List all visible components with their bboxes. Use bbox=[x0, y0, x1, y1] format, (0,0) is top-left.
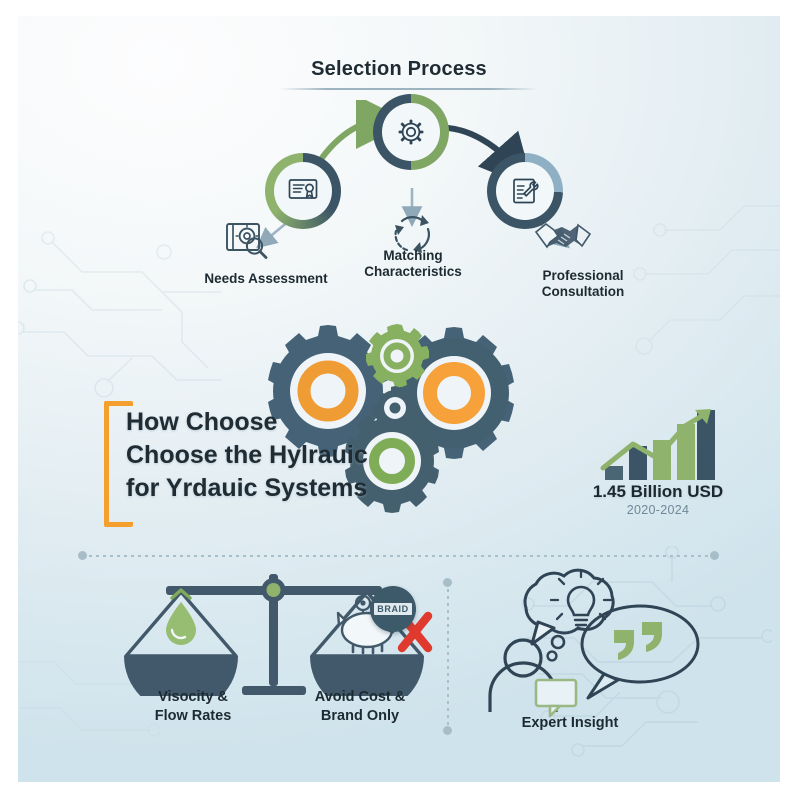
speech-bubble-quote-icon bbox=[580, 604, 700, 700]
vertical-divider-dot-bottom bbox=[443, 726, 452, 735]
process-node-needs[interactable] bbox=[265, 153, 341, 229]
gear-large-right bbox=[394, 327, 514, 459]
scale-column bbox=[269, 574, 278, 686]
node-hole bbox=[274, 162, 332, 220]
recycle-arrows-icon bbox=[394, 215, 430, 253]
scale-base bbox=[242, 686, 306, 695]
scale-pivot-center bbox=[266, 583, 281, 597]
divider-dot-right bbox=[710, 551, 719, 560]
balance-label-left-line2: Flow Rates bbox=[154, 708, 232, 724]
brand-badge-label: BRAID bbox=[374, 603, 412, 615]
step-label-matching-characteristics: Matching Characteristics bbox=[318, 248, 508, 280]
section-title-divider bbox=[280, 88, 538, 90]
arrow-center-to-right bbox=[445, 125, 534, 189]
vertical-divider-dot-top bbox=[443, 578, 452, 587]
vertical-divider bbox=[447, 582, 449, 730]
growth-chart-svg bbox=[600, 409, 715, 480]
node-hole bbox=[382, 103, 440, 161]
growth-bar-chart bbox=[599, 408, 717, 480]
chat-box-icon bbox=[534, 678, 578, 718]
certificate-icon bbox=[288, 179, 318, 199]
step-label-professional-consultation: Professional Consultation bbox=[488, 268, 678, 300]
handshake-icon bbox=[534, 222, 592, 249]
step-label-line1: Professional bbox=[542, 268, 624, 283]
clipboard-wrench-icon bbox=[513, 178, 539, 204]
gear-tiny-center bbox=[371, 386, 417, 431]
horizontal-divider bbox=[82, 555, 714, 557]
oil-drop-icon bbox=[166, 588, 196, 645]
page-title-line2: Choose the Hylrauic bbox=[126, 441, 368, 469]
process-node-professional[interactable] bbox=[487, 153, 563, 229]
thought-bubble-lightbulb-icon bbox=[523, 568, 615, 662]
step-label-line1: Matching bbox=[383, 248, 443, 263]
balance-label-right-line2: Brand Only bbox=[320, 708, 400, 724]
balance-label-left: Visocity & Flow Rates bbox=[118, 688, 268, 726]
page-title-line3: for Yrdauic Systems bbox=[126, 474, 368, 502]
step-label-line2: Consultation bbox=[541, 284, 625, 299]
infographic-canvas: Selection Process bbox=[18, 16, 780, 782]
balance-label-right-line1: Avoid Cost & bbox=[314, 689, 406, 705]
page-title-line1: How Choose bbox=[126, 408, 278, 436]
stat-value: 1.45 Billion USD bbox=[592, 482, 724, 501]
expert-insight-graphic bbox=[488, 568, 700, 718]
balance-label-right: Avoid Cost & Brand Only bbox=[280, 688, 440, 726]
blueprint-magnifier-icon bbox=[226, 223, 268, 259]
circuit-pattern-left-icon bbox=[18, 231, 222, 398]
trend-line bbox=[600, 411, 708, 471]
title-accent-bracket bbox=[104, 401, 133, 527]
stat-block: 1.45 Billion USD 2020-2024 bbox=[583, 408, 733, 517]
step-label-needs-assessment: Needs Assessment bbox=[204, 271, 328, 286]
section-title: Selection Process bbox=[311, 58, 487, 80]
lightbulb-icon bbox=[549, 569, 613, 631]
quote-mark-icon bbox=[614, 622, 662, 660]
divider-dot-left bbox=[78, 551, 87, 560]
bar-2020 bbox=[605, 466, 623, 480]
gear-icon bbox=[398, 119, 424, 145]
node-hole bbox=[496, 162, 554, 220]
bar-2023 bbox=[677, 424, 695, 480]
brand-badge: BRAID bbox=[370, 586, 416, 632]
balance-label-left-line1: Visocity & bbox=[158, 689, 228, 705]
step-label-line2: Characteristics bbox=[364, 264, 462, 279]
process-node-matching[interactable] bbox=[373, 94, 449, 170]
gear-small-green bbox=[366, 324, 429, 387]
bar-2024 bbox=[697, 410, 715, 480]
expert-insight-label: Expert Insight bbox=[521, 715, 619, 731]
gear-bottom-center bbox=[345, 409, 439, 513]
bar-2021 bbox=[629, 446, 647, 480]
gear-cluster-graphic bbox=[268, 324, 514, 513]
trend-arrow-icon bbox=[695, 409, 711, 424]
stat-range: 2020-2024 bbox=[626, 503, 690, 517]
page-title: How Choose Choose the Hylrauic for Yrdau… bbox=[126, 406, 388, 505]
